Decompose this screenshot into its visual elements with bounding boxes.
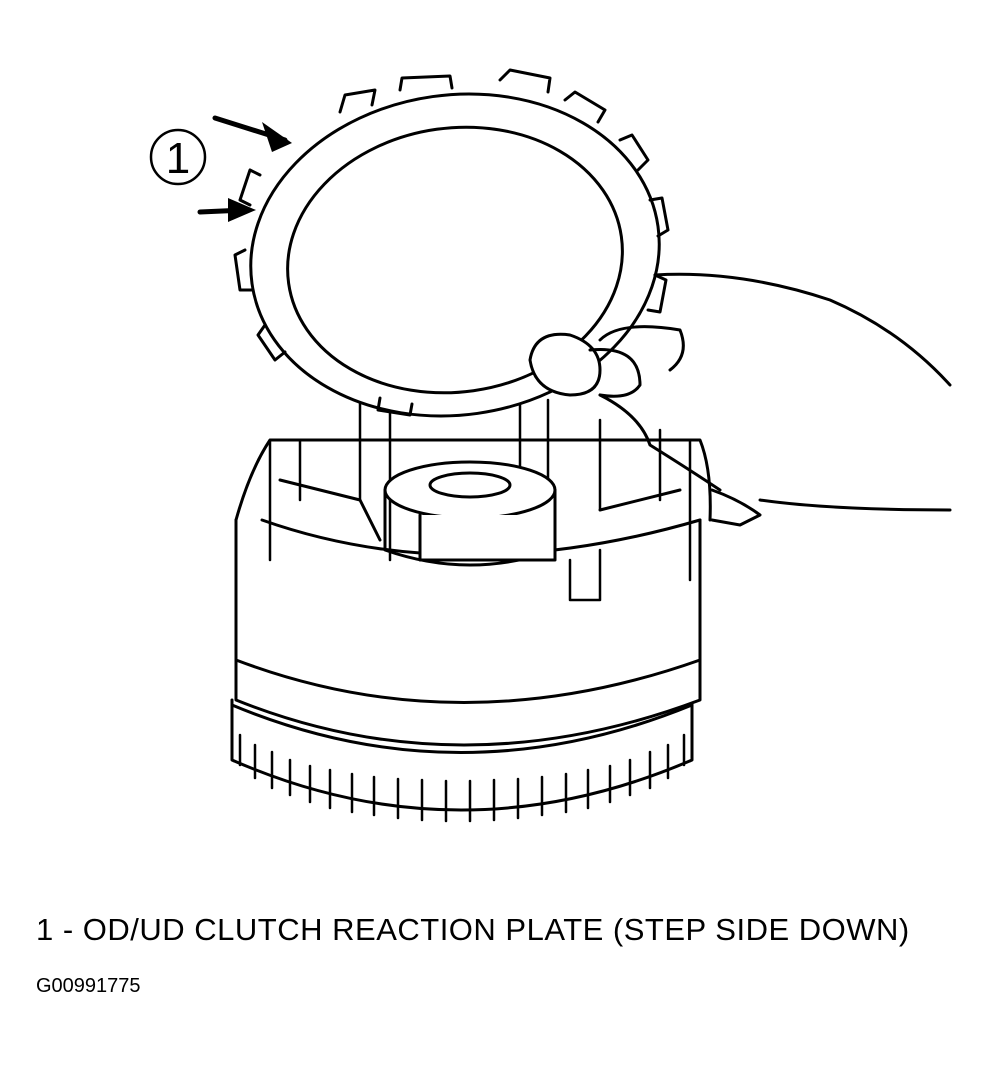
hand bbox=[528, 272, 952, 512]
figure-id: G00991775 bbox=[36, 975, 141, 997]
clutch-assembly-diagram: 1 bbox=[149, 68, 952, 823]
legend-item-1: 1 - OD/UD CLUTCH REACTION PLATE (STEP SI… bbox=[36, 912, 910, 947]
arrow-lower-head bbox=[228, 198, 256, 222]
clutch-drum bbox=[234, 398, 762, 747]
reaction-plate bbox=[233, 68, 670, 418]
callout-number: 1 bbox=[166, 134, 190, 183]
arrow-upper-head bbox=[262, 122, 292, 152]
callout-circle bbox=[149, 128, 207, 186]
